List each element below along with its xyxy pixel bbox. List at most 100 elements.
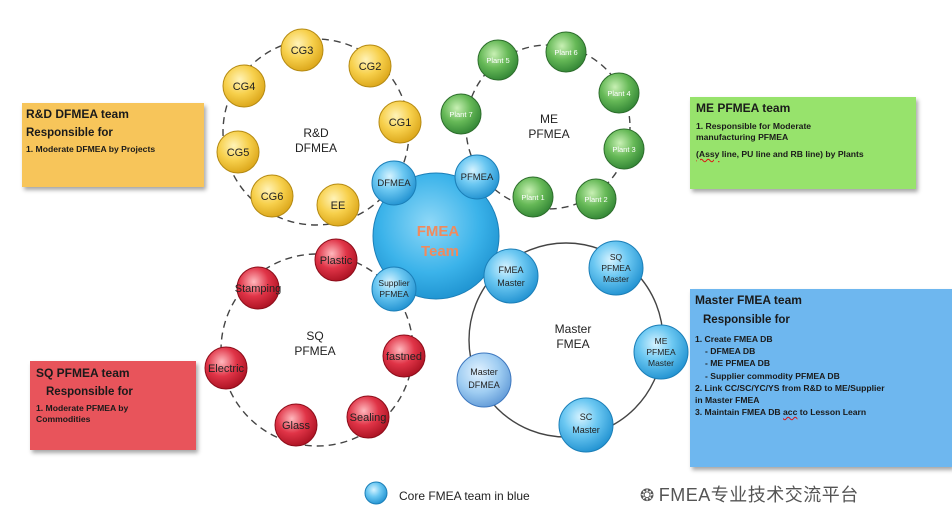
master-box-l3a: 3. Maintain FMEA DB xyxy=(695,407,784,418)
sq-ring-subtitle: PFMEA xyxy=(294,344,335,358)
svg-text:SC: SC xyxy=(580,412,593,422)
legend-core-dot xyxy=(364,481,388,505)
core-node-dfmea: DFMEA xyxy=(371,160,417,206)
rd-node-cg3: CG3 xyxy=(280,28,324,72)
me-box-title: ME PFMEA team xyxy=(696,101,791,115)
svg-text:PFMEA: PFMEA xyxy=(601,263,631,273)
rd-box-title: R&D DFMEA team xyxy=(26,107,129,121)
me-node-plant-3: Plant 3 xyxy=(603,128,645,170)
svg-text:Master: Master xyxy=(497,278,525,288)
svg-text:DFMEA: DFMEA xyxy=(377,178,411,189)
master-box-responsible: Responsible for xyxy=(703,314,790,326)
master-box-l1c: - Supplier commodity PFMEA DB xyxy=(705,370,840,381)
svg-text:Master: Master xyxy=(470,367,498,377)
svg-text:CG2: CG2 xyxy=(359,61,382,73)
rd-node-cg1: CG1 xyxy=(378,100,422,144)
sq-node-sealing: Sealing xyxy=(346,395,390,439)
svg-text:PFMEA: PFMEA xyxy=(379,289,409,299)
svg-text:Plant 3: Plant 3 xyxy=(612,145,635,154)
svg-text:CG1: CG1 xyxy=(389,117,412,129)
svg-text:Glass: Glass xyxy=(282,420,311,432)
core-node-pfmea: PFMEA xyxy=(454,154,500,200)
sq-box-responsible: Responsible for xyxy=(46,386,133,398)
svg-text:Plant 7: Plant 7 xyxy=(449,110,472,119)
master-box-l2b: in Master FMEA xyxy=(695,395,760,406)
rd-node-cg6: CG6 xyxy=(250,174,294,218)
svg-text:Plant 4: Plant 4 xyxy=(607,89,630,98)
rd-box-responsible: Responsible for xyxy=(26,127,113,139)
me-box-line2a: (Assy xyxy=(696,149,720,159)
sq-node-plastic: Plastic xyxy=(314,238,358,282)
master-box-l3: 3. Maintain FMEA DB acc to Lesson Learn xyxy=(695,406,947,418)
master-box-l2a: 2. Link CC/SC/YC/YS from R&D to ME/Suppl… xyxy=(695,382,885,393)
svg-text:Supplier: Supplier xyxy=(378,278,409,288)
me-node-plant-6: Plant 6 xyxy=(545,31,587,73)
master-box-title: Master FMEA team xyxy=(695,293,802,307)
svg-text:Plant 1: Plant 1 xyxy=(521,193,544,202)
me-box-line1a: 1. Responsible for Moderate xyxy=(696,121,812,131)
svg-text:Electric: Electric xyxy=(208,363,245,375)
sq-box-line1b: Commodities xyxy=(36,414,91,424)
svg-text:CG5: CG5 xyxy=(227,147,250,159)
svg-text:FMEA: FMEA xyxy=(498,265,523,275)
svg-text:Master: Master xyxy=(603,274,629,284)
legend-label: Core FMEA team in blue xyxy=(399,489,530,503)
sq-node-stamping: Stamping xyxy=(235,266,281,310)
svg-text:fastned: fastned xyxy=(386,351,422,363)
rd-node-cg5: CG5 xyxy=(216,130,260,174)
rd-box-line1: 1. Moderate DFMEA by Projects xyxy=(26,144,156,154)
svg-text:Plant 5: Plant 5 xyxy=(486,56,509,65)
me-pfmea-team-box: ME PFMEA team 1. Responsible for Moderat… xyxy=(690,97,916,189)
me-ring-subtitle: PFMEA xyxy=(528,127,569,141)
svg-text:DFMEA: DFMEA xyxy=(468,380,500,390)
master-fmea-team-box: Master FMEA team Responsible for 1. Crea… xyxy=(690,289,952,467)
core-node-fmea-master: FMEA Master xyxy=(483,248,539,304)
me-ring-title: ME xyxy=(540,112,558,126)
svg-text:Stamping: Stamping xyxy=(235,283,281,295)
svg-text:CG3: CG3 xyxy=(291,45,314,57)
rd-ring-subtitle: DFMEA xyxy=(295,141,337,155)
sq-pfmea-team-box: SQ PFMEA team Responsible for 1. Moderat… xyxy=(30,361,196,450)
master-box-l1: 1. Create FMEA DB xyxy=(695,334,773,344)
svg-text:Plastic: Plastic xyxy=(320,255,353,267)
master-ring-title: Master xyxy=(555,322,592,336)
fmea-team-label-2: Team xyxy=(421,243,459,260)
svg-text:ME: ME xyxy=(655,336,668,346)
me-box-line2b: line, PU line and RB line) by Plants xyxy=(719,149,864,159)
me-node-plant-1: Plant 1 xyxy=(512,176,554,218)
svg-text:Master: Master xyxy=(648,358,674,368)
svg-text:PFMEA: PFMEA xyxy=(461,172,494,183)
sq-node-electric: Electric xyxy=(204,346,248,390)
master-box-l3b: acc xyxy=(783,407,798,418)
master-box-l1a: - DFMEA DB xyxy=(705,346,756,357)
me-box-line1b: manufacturing PFMEA xyxy=(696,132,789,142)
watermark: ❂FMEA专业技术交流平台 xyxy=(640,481,859,507)
svg-text:EE: EE xyxy=(331,200,346,212)
fmea-team-label: FMEA xyxy=(417,223,460,240)
master-node-sc-master: SC Master xyxy=(558,397,614,453)
watermark-text: FMEA专业技术交流平台 xyxy=(658,485,859,505)
sq-box-title: SQ PFMEA team xyxy=(36,366,130,380)
rd-node-cg4: CG4 xyxy=(222,64,266,108)
master-ring-subtitle: FMEA xyxy=(556,337,589,351)
me-node-plant-7: Plant 7 xyxy=(440,93,482,135)
svg-text:PFMEA: PFMEA xyxy=(646,347,676,357)
svg-text:SQ: SQ xyxy=(610,252,623,262)
wechat-icon: ❂ xyxy=(640,486,655,505)
sq-ring-title: SQ xyxy=(306,329,323,343)
fmea-team-node xyxy=(372,172,500,300)
sq-box-line1a: 1. Moderate PFMEA by xyxy=(36,403,129,413)
me-node-plant-2: Plant 2 xyxy=(575,178,617,220)
svg-text:Master: Master xyxy=(572,425,600,435)
svg-text:CG4: CG4 xyxy=(233,81,256,93)
svg-text:CG6: CG6 xyxy=(261,191,284,203)
sq-node-fastned: fastned xyxy=(382,334,426,378)
master-box-l1b: - ME PFMEA DB xyxy=(705,358,771,369)
me-node-plant-5: Plant 5 xyxy=(477,39,519,81)
svg-text:Plant 6: Plant 6 xyxy=(554,48,577,57)
